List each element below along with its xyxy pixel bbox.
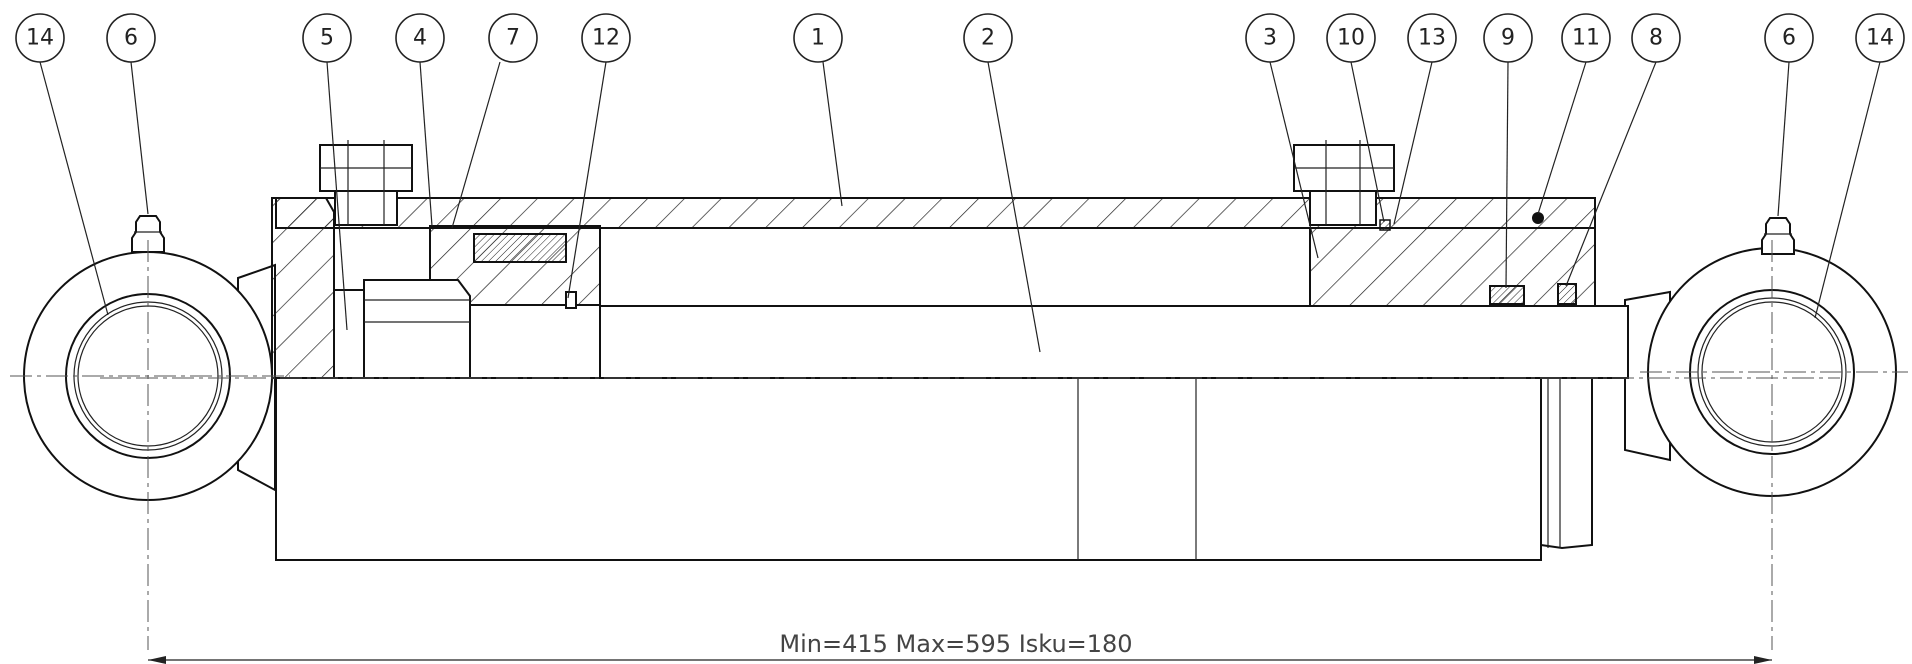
balloon-14-left: 14: [15, 13, 65, 63]
balloon-6-right: 6: [1764, 13, 1814, 63]
balloon-11: 11: [1561, 13, 1611, 63]
svg-text:11: 11: [1572, 26, 1600, 51]
balloon-1: 1: [793, 13, 843, 63]
piston-rod: [100, 305, 1840, 379]
balloon-14-right: 14: [1855, 13, 1905, 63]
balloon-12: 12: [581, 13, 631, 63]
svg-text:6: 6: [1782, 26, 1796, 51]
balloon-13: 13: [1407, 13, 1457, 63]
end-cap: [271, 197, 335, 379]
svg-text:7: 7: [506, 26, 520, 51]
piston: [429, 227, 601, 309]
left-grease-nipple: [131, 215, 165, 253]
svg-text:14: 14: [26, 26, 54, 51]
svg-text:9: 9: [1501, 26, 1515, 51]
svg-text:13: 13: [1418, 26, 1446, 51]
balloon-9: 9: [1483, 13, 1533, 63]
cylinder-tube: [275, 377, 1593, 561]
gland: [1309, 212, 1596, 307]
svg-text:6: 6: [124, 26, 138, 51]
balloon-7: 7: [488, 13, 538, 63]
overall-length-dimension: Min=415 Max=595 Isku=180: [148, 630, 1772, 664]
dimension-text: Min=415 Max=595 Isku=180: [779, 630, 1132, 658]
balloon-8: 8: [1631, 13, 1681, 63]
balloon-4: 4: [395, 13, 445, 63]
leader-lines: [39, 61, 1881, 353]
svg-text:4: 4: [413, 26, 427, 51]
balloon-5: 5: [302, 13, 352, 63]
svg-text:8: 8: [1649, 26, 1663, 51]
svg-text:14: 14: [1866, 26, 1894, 51]
svg-text:10: 10: [1337, 26, 1365, 51]
right-port-fitting: [1293, 140, 1395, 226]
balloon-2: 2: [963, 13, 1013, 63]
right-grease-nipple: [1761, 217, 1795, 255]
svg-text:1: 1: [811, 26, 825, 51]
piston-nut: [333, 279, 471, 379]
svg-text:5: 5: [320, 26, 334, 51]
left-port-fitting: [319, 140, 413, 226]
svg-text:12: 12: [592, 26, 620, 51]
balloon-3: 3: [1245, 13, 1295, 63]
svg-text:3: 3: [1263, 26, 1277, 51]
right-eye: [1624, 247, 1897, 497]
balloon-6-left: 6: [106, 13, 156, 63]
balloon-10: 10: [1326, 13, 1376, 63]
center-lines: [10, 240, 1908, 650]
svg-text:2: 2: [981, 26, 995, 51]
